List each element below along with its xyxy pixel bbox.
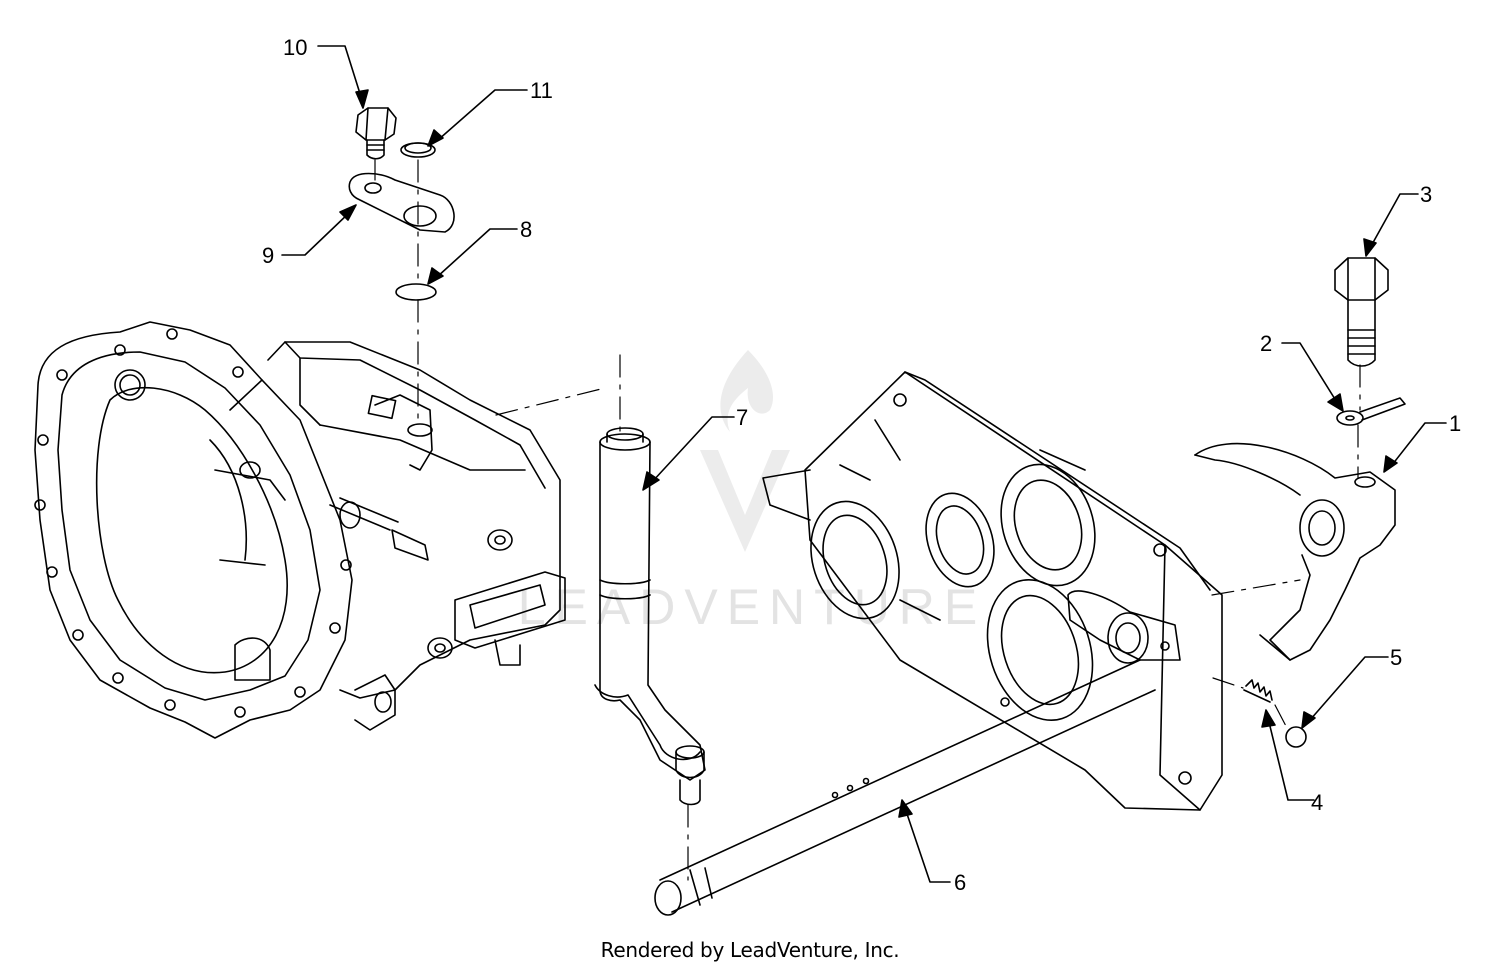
callout-8: 8 [520,217,532,242]
watermark-flame-icon [720,350,774,432]
o-ring-11 [400,142,436,158]
lock-washer-2 [1336,397,1406,426]
callout-10: 10 [283,35,307,60]
callout-3: 3 [1420,182,1432,207]
callout-1: 1 [1449,411,1461,436]
callout-labels: 1 2 3 4 5 6 7 8 9 10 11 [262,35,1461,895]
shift-fork-1 [1194,442,1396,661]
callout-6: 6 [954,870,966,895]
footer-credit: Rendered by LeadVenture, Inc. [600,938,900,962]
center-lines [374,159,1361,881]
gear-case-plate [762,371,1223,811]
detent-spring-4 [1243,679,1273,703]
watermark-text: LEADVENTURE [518,579,987,635]
retainer-plate-9 [348,172,455,233]
callout-4: 4 [1311,790,1323,815]
transmission-housing [34,321,566,739]
callout-9: 9 [262,243,274,268]
shift-shaft-7 [594,427,706,806]
detent-ball-5 [1285,726,1307,748]
watermark-v-icon [700,450,790,552]
callout-11: 11 [530,78,553,103]
callout-7: 7 [736,405,748,430]
callout-leaders [281,45,1447,883]
callout-2: 2 [1260,331,1272,356]
shift-rod-6 [654,659,1156,916]
callout-5: 5 [1390,645,1402,670]
bolt-10 [355,107,397,160]
bolt-3 [1334,257,1389,367]
seal-8 [395,283,437,301]
watermark: LEADVENTURE [518,350,987,635]
